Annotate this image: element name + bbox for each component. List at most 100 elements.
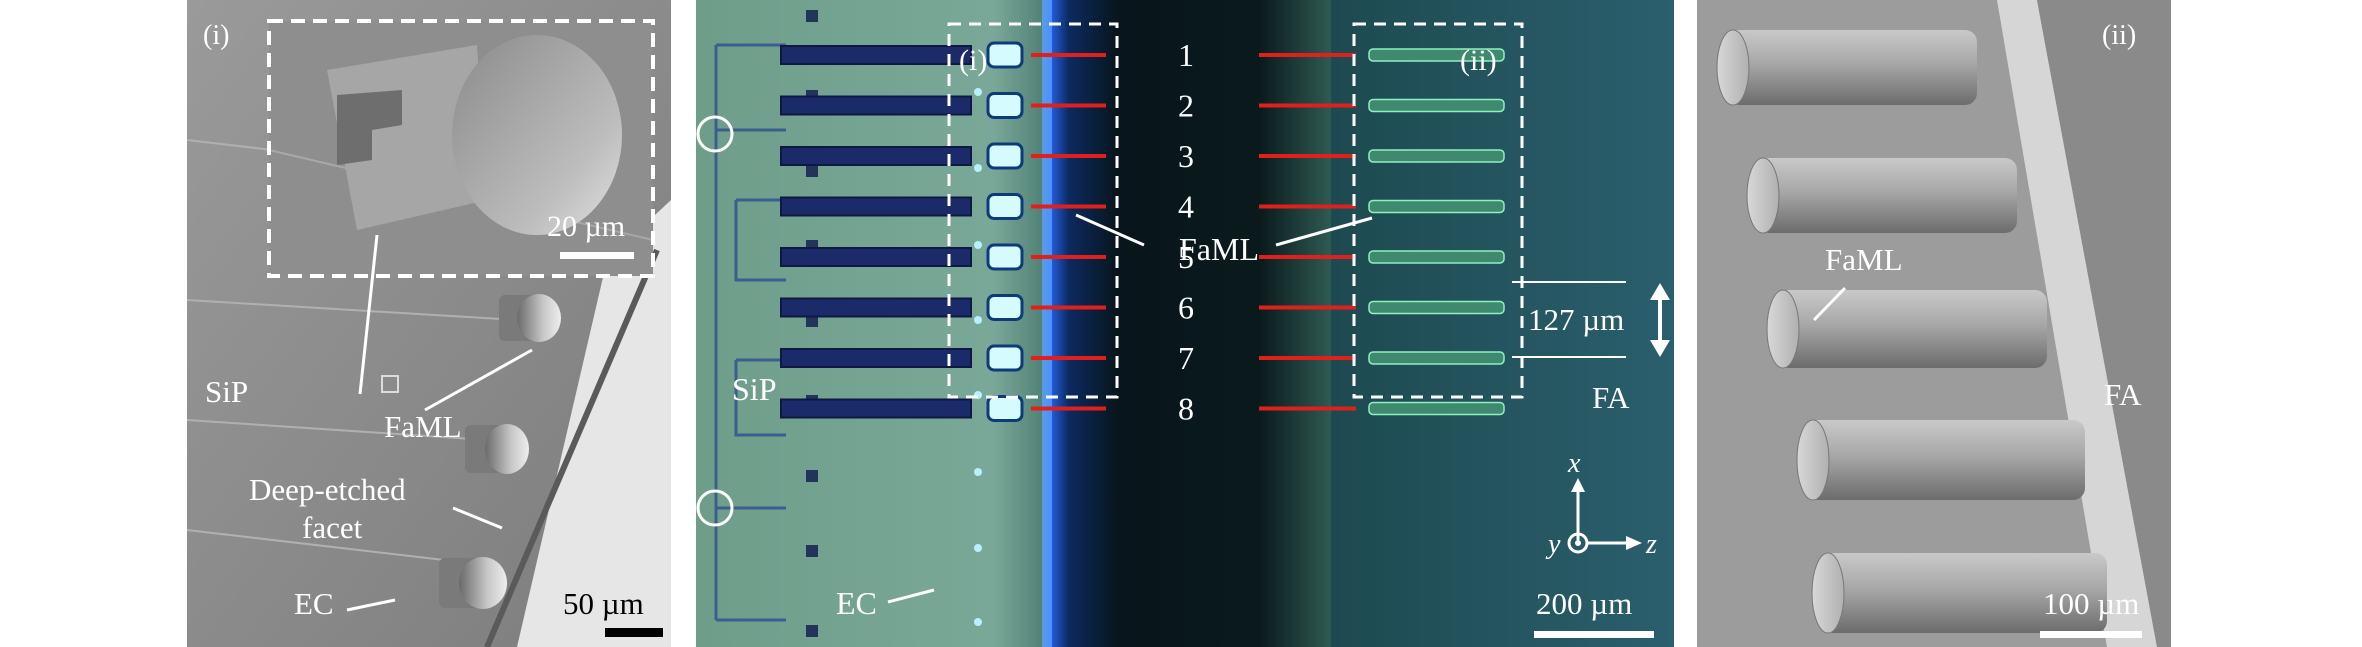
channel-number: 5 [1178, 239, 1194, 275]
facet-label: facet [302, 510, 363, 545]
faml-cylinder-body [1822, 553, 2107, 633]
axis-z-head [1626, 536, 1642, 550]
axis-z-label: z [1645, 529, 1657, 560]
axis-y-dot [1575, 540, 1581, 546]
pointer-line [1275, 216, 1373, 247]
edge-dots [974, 88, 982, 626]
fa-label: FA [1592, 380, 1630, 415]
faml-cylinder-face [1746, 157, 1780, 234]
pointer-line [346, 598, 396, 612]
faml-tip [986, 92, 1024, 119]
faml-structure [439, 557, 507, 609]
faml-tip [986, 193, 1024, 220]
faml-label: FaML [1825, 242, 1903, 277]
pointer-line [1075, 213, 1145, 247]
sip-label: SiP [732, 371, 776, 407]
mode-converter [780, 247, 972, 267]
facet-band [1997, 0, 2157, 647]
scale-bar [605, 628, 663, 637]
fiber-faml [1368, 351, 1505, 365]
pointer-line [452, 506, 503, 530]
faml-cylinder-body [1807, 420, 2085, 500]
waveguide-line [187, 529, 488, 566]
chip-edge [484, 248, 660, 647]
pitch-arrowhead-down [1650, 340, 1670, 357]
box-i-label: (i) [959, 44, 987, 77]
faml-cylinder-body [1777, 290, 2047, 368]
fiber-faml [1368, 149, 1505, 163]
deep-etched-label: Deep-etched [249, 472, 406, 507]
sem-image-right: (ii) FaML FA 100 µm [1697, 0, 2171, 647]
mode-converter [780, 297, 972, 318]
fa-label: FA [2104, 377, 2142, 412]
channel-number: 8 [1178, 391, 1194, 427]
channel-number: 6 [1178, 290, 1194, 326]
faml-tip [986, 395, 1024, 422]
faml-tip [986, 344, 1024, 372]
air-gap [1046, 0, 1331, 647]
pointer-line [887, 588, 935, 604]
fiber-faml [1368, 98, 1505, 113]
fiber-faml [1368, 250, 1505, 264]
faml-tip [986, 294, 1024, 321]
faml-cylinders [1716, 29, 2107, 634]
inset-faml [327, 35, 622, 235]
axis-x-label: x [1567, 448, 1581, 479]
channel-group: 1 2 3 4 5 6 7 8 [780, 37, 1505, 427]
scale-bar [1534, 631, 1654, 638]
panel-tag: (ii) [2102, 20, 2136, 51]
channel-number: 7 [1178, 340, 1194, 376]
marker-circle [696, 115, 734, 153]
scale-label: 100 µm [2043, 586, 2139, 621]
channel-number: 2 [1178, 88, 1194, 124]
faml-structure [465, 424, 529, 474]
marker-circle [696, 489, 734, 527]
sip-label: SiP [205, 374, 248, 409]
fiber-faml [1368, 48, 1505, 62]
ec-label: EC [294, 586, 334, 621]
chip-edge-glow [1042, 0, 1052, 647]
faml-structure [499, 294, 561, 342]
faml-cylinder-body [1757, 158, 2017, 233]
mode-converter [780, 398, 972, 419]
mode-converter [780, 146, 972, 166]
inset-frame [267, 19, 655, 278]
axis-x-head [1571, 478, 1585, 492]
mode-converter [780, 95, 972, 116]
channel-number: 4 [1178, 189, 1194, 225]
faml-cylinder-face [1766, 289, 1800, 369]
waveguide-line [187, 299, 518, 321]
mode-converter [780, 196, 972, 217]
box-ii-label: (ii) [1460, 44, 1497, 77]
sem-left-drawing: (i) 20 µm SiP FaML Deep-etched facet EC … [187, 0, 671, 647]
faml-tip [986, 243, 1024, 271]
pointer-line [358, 234, 379, 395]
axis-y-circle [1567, 532, 1589, 554]
sem-right-drawing: (ii) FaML FA 100 µm [1697, 0, 2171, 647]
scale-label: 200 µm [1536, 586, 1632, 621]
faml-tip [986, 41, 1024, 69]
channel-number: 1 [1178, 37, 1194, 73]
sem-image-left: (i) 20 µm SiP FaML Deep-etched facet EC … [187, 0, 671, 647]
alignment-mark [381, 375, 399, 393]
routing-traces [714, 43, 786, 622]
inset-scale-label: 20 µm [547, 210, 625, 243]
faml-label: FaML [384, 409, 462, 444]
fiber-faml [1368, 401, 1505, 416]
faml-cylinder-face [1796, 419, 1830, 501]
scale-label: 50 µm [563, 586, 644, 621]
scale-bar [2040, 631, 2142, 638]
mode-converter [780, 348, 972, 368]
pointer-line [424, 348, 533, 412]
pitch-label: 127 µm [1528, 302, 1624, 337]
channel-number: 3 [1178, 138, 1194, 174]
pitch-arrowhead-up [1650, 283, 1670, 300]
inset-scale-bar [560, 252, 634, 259]
panel-tag: (i) [203, 20, 229, 51]
fa-region [2037, 0, 2171, 647]
box-i [947, 22, 1119, 399]
faml-tip [986, 142, 1024, 170]
fiber-faml [1368, 199, 1505, 214]
waveguide-line [187, 419, 488, 441]
